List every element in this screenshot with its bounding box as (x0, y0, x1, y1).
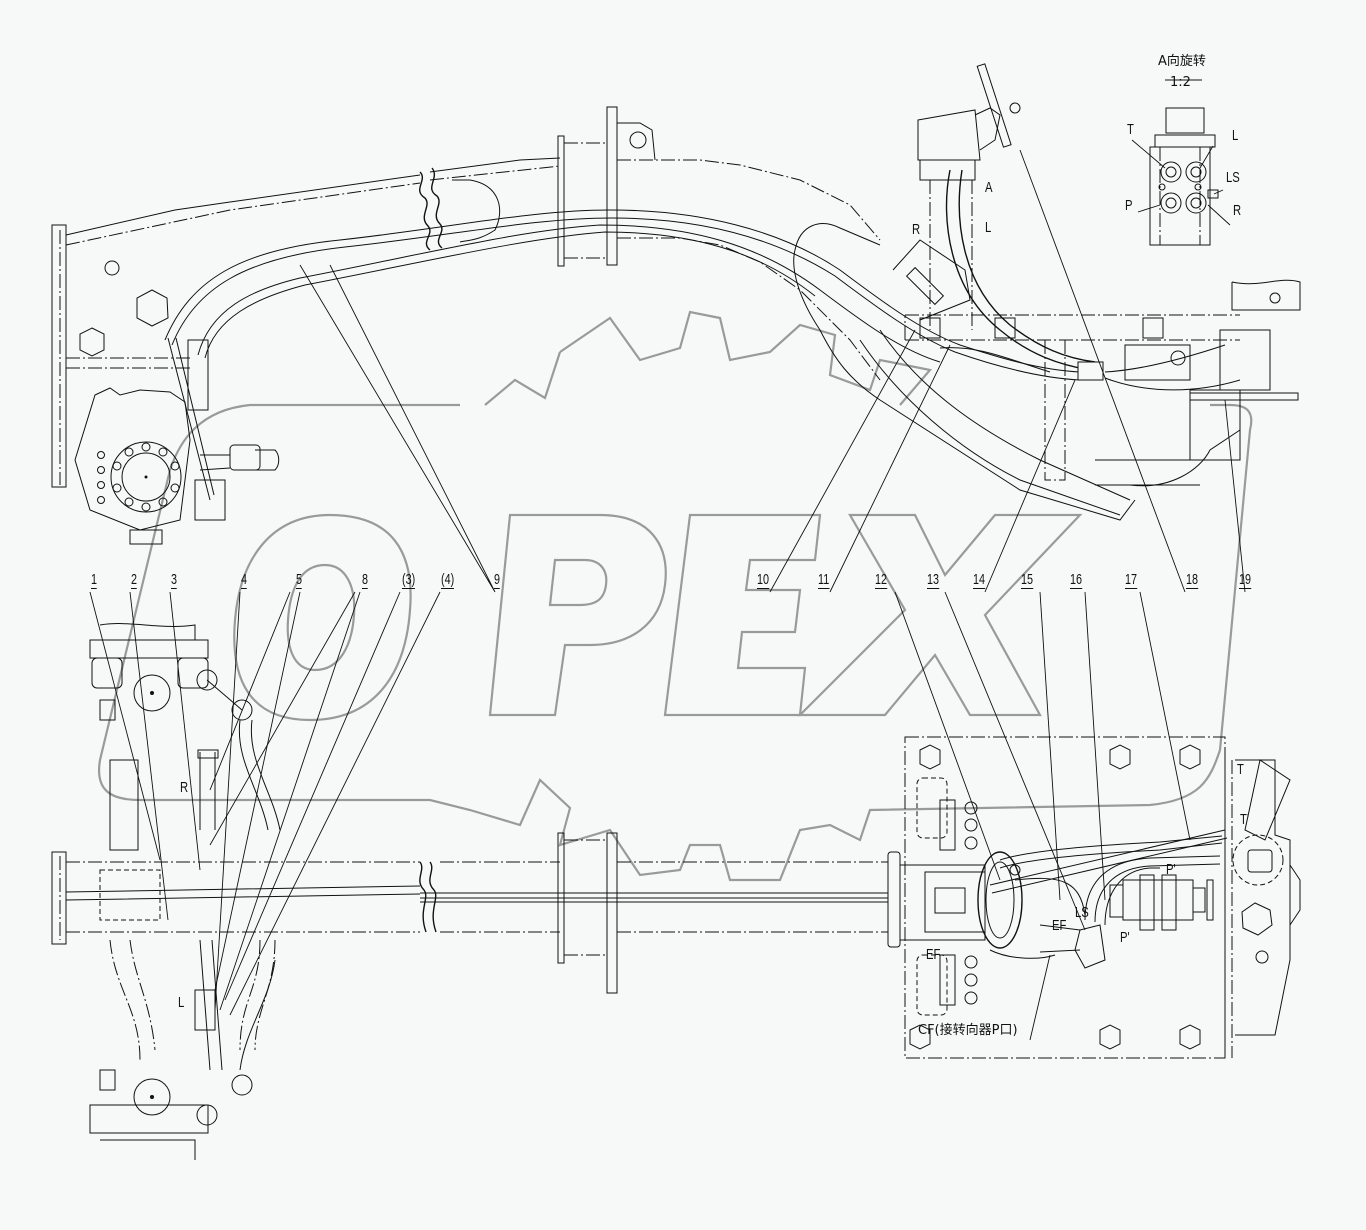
balloon-1: 1 (91, 571, 98, 589)
port-label-r: R (1233, 202, 1242, 219)
port-label-t: T (1127, 121, 1134, 138)
detail-view-a (1131, 79, 1231, 246)
port-label-l-top: L (985, 219, 992, 236)
balloon-10: 10 (757, 571, 770, 589)
bottom-view-valve-plate (887, 736, 1301, 1059)
balloon-13: 13 (927, 571, 940, 589)
balloon-14: 14 (973, 571, 986, 589)
balloon-5: 5 (296, 571, 303, 589)
port-label-l-bottom: L (178, 994, 185, 1011)
top-view-frame (51, 106, 1301, 521)
balloon-11: 11 (818, 571, 830, 589)
steering-column-top (892, 63, 1021, 330)
top-view-hoses (164, 169, 1241, 391)
port-label-p-prime-bottom: P' (1120, 929, 1130, 946)
balloon-2: 2 (131, 571, 138, 589)
detail-view-title: A向旋转 (1158, 54, 1206, 69)
port-label-l: L (1232, 127, 1239, 144)
port-label-t-bottom: T (1237, 761, 1244, 778)
port-label-r-bottom: R (180, 779, 189, 796)
balloon-18: 18 (1186, 571, 1199, 589)
port-label-ef-right: EF (1052, 917, 1067, 934)
port-label-r-top: R (912, 221, 921, 238)
balloon-15: 15 (1021, 571, 1034, 589)
cf-note: CF(接转向器P口) (918, 1023, 1018, 1038)
balloon-3-paren: (3) (402, 571, 416, 589)
steering-axle-hub-top (74, 337, 280, 545)
port-label-ls-bottom: LS (1075, 904, 1089, 921)
balloon-4: 4 (241, 571, 248, 589)
balloon-4-paren: (4) (441, 571, 455, 589)
balloon-8: 8 (362, 571, 369, 589)
opex-watermark (97, 310, 1253, 882)
balloon-19: 19 (1239, 571, 1252, 589)
detail-view-scale: 1:2 (1170, 75, 1191, 90)
balloon-16: 16 (1070, 571, 1083, 589)
bottom-view-axle (51, 623, 888, 1160)
port-label-p-prime-top: P' (1166, 861, 1176, 878)
port-label-ls: LS (1226, 169, 1240, 186)
leader-lines (89, 149, 1246, 1041)
port-label-t-prime: T' (1240, 811, 1250, 828)
port-label-a: A (985, 179, 993, 196)
balloon-17: 17 (1125, 571, 1138, 589)
balloon-3: 3 (171, 571, 178, 589)
balloon-12: 12 (875, 571, 888, 589)
port-label-p: P (1125, 197, 1133, 214)
port-label-ef-left: EF (926, 946, 941, 963)
balloon-9: 9 (494, 571, 501, 589)
